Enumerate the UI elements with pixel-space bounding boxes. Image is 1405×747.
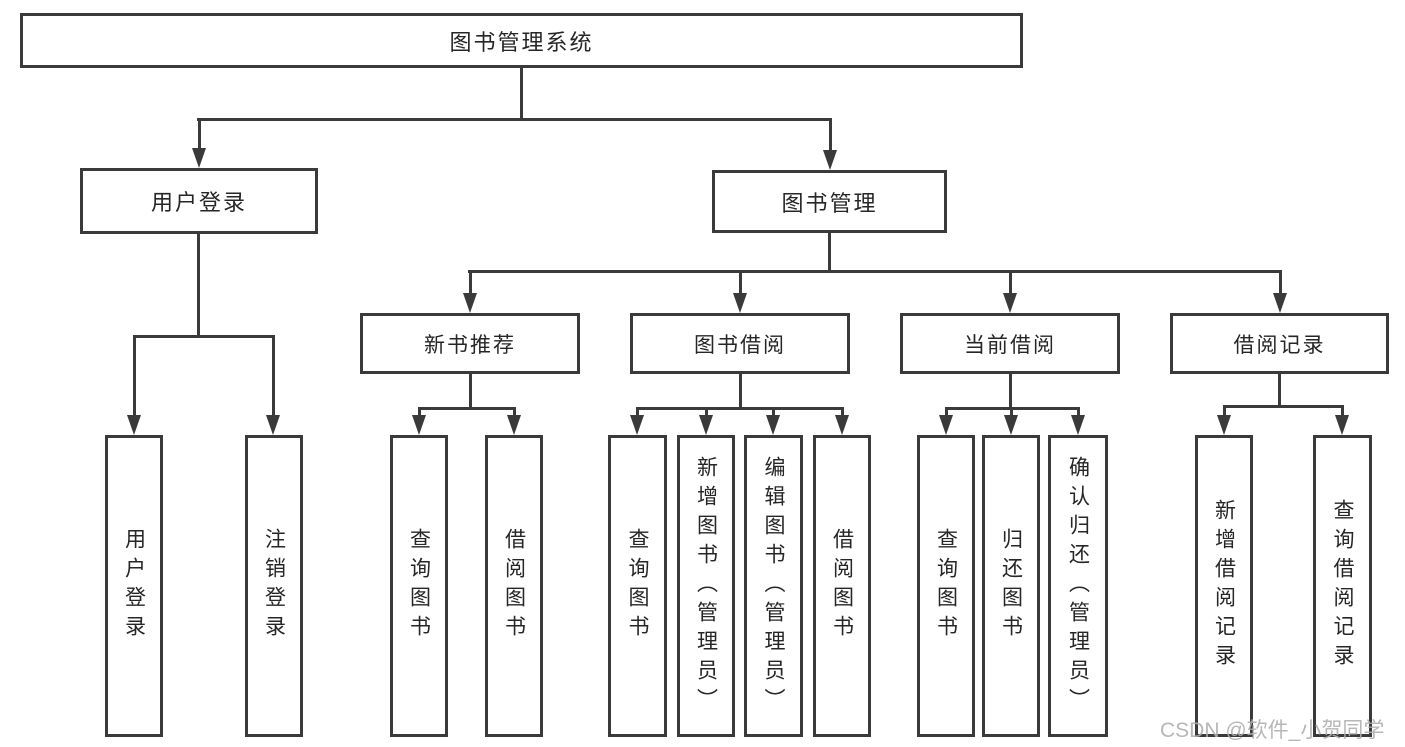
- connector-login-leaf-stem: [133, 335, 136, 417]
- connector-newbook-bus: [418, 407, 516, 410]
- node-query-books-recommend: 查询图书: [390, 435, 448, 737]
- node-confirm-return-admin: 确认归还（管理员）: [1048, 435, 1108, 737]
- connector-currentborrow-down: [1009, 374, 1012, 410]
- node-borrow-books-borrowing: 借阅图书: [813, 435, 871, 737]
- connector-records-stem: [1279, 270, 1282, 295]
- node-book-management: 图书管理: [712, 170, 947, 233]
- connector-user-login-down: [197, 234, 200, 338]
- connector-borrow1-stem: [513, 407, 516, 417]
- arrow-to-query2-icon: [630, 415, 644, 435]
- connector-bookborrow-bus: [636, 407, 844, 410]
- arrow-to-confirmreturn-icon: [1071, 415, 1085, 435]
- connector-records-bus: [1223, 405, 1343, 408]
- connector-user-login-bus: [133, 335, 275, 338]
- node-borrowing-records: 借阅记录: [1170, 313, 1389, 374]
- arrow-to-editbook-icon: [766, 415, 780, 435]
- node-query-books-current: 查询图书: [917, 435, 975, 737]
- arrow-to-query1-icon: [412, 415, 426, 435]
- connector-addbook-stem: [705, 407, 708, 417]
- connector-book-mgmt-down: [828, 233, 831, 273]
- arrow-to-queryrecord-icon: [1335, 415, 1349, 435]
- node-query-borrow-record: 查询借阅记录: [1313, 435, 1372, 737]
- connector-currentborrow-stem: [1009, 270, 1012, 295]
- arrow-to-query3-icon: [939, 415, 953, 435]
- connector-newbook-stem: [469, 270, 472, 295]
- node-root: 图书管理系统: [20, 13, 1023, 68]
- connector-level2-bus: [468, 270, 1282, 273]
- watermark: CSDN @软件_小贺同学: [1160, 719, 1385, 742]
- arrow-to-records-icon: [1273, 293, 1287, 313]
- connector-user-login-stem: [198, 118, 201, 150]
- arrow-to-return-icon: [1004, 415, 1018, 435]
- connector-level1-bus: [197, 118, 831, 121]
- connector-query3-stem: [945, 407, 948, 417]
- connector-root-stem: [520, 68, 523, 118]
- node-book-borrowing: 图书借阅: [630, 313, 850, 374]
- node-query-books-borrowing: 查询图书: [608, 435, 667, 737]
- connector-borrow2-stem: [841, 407, 844, 417]
- arrow-to-bookborrow-icon: [733, 293, 747, 313]
- node-borrow-books-recommend: 借阅图书: [485, 435, 543, 737]
- node-user-login: 用户登录: [80, 168, 318, 234]
- connector-records-down: [1278, 374, 1281, 408]
- node-add-book-admin: 新增图书（管理员）: [677, 435, 735, 737]
- connector-addrecord-stem: [1223, 405, 1226, 417]
- connector-queryrecord-stem: [1341, 405, 1344, 417]
- arrow-to-logout-icon: [266, 415, 280, 435]
- connector-query2-stem: [636, 407, 639, 417]
- arrow-to-addrecord-icon: [1217, 415, 1231, 435]
- arrow-to-newbook-icon: [463, 293, 477, 313]
- arrow-to-user-login-icon: [192, 148, 206, 168]
- node-current-borrowing: 当前借阅: [900, 313, 1120, 374]
- node-return-books: 归还图书: [982, 435, 1040, 737]
- node-edit-book-admin: 编辑图书（管理员）: [744, 435, 803, 737]
- arrow-to-currentborrow-icon: [1003, 293, 1017, 313]
- connector-bookborrow-stem: [739, 270, 742, 295]
- connector-bookborrow-down: [739, 374, 742, 410]
- connector-query1-stem: [418, 407, 421, 417]
- arrow-to-borrow1-icon: [507, 415, 521, 435]
- connector-return-stem: [1010, 407, 1013, 417]
- connector-book-mgmt-stem: [829, 118, 832, 152]
- connector-editbook-stem: [772, 407, 775, 417]
- arrow-to-book-mgmt-icon: [823, 150, 837, 170]
- connector-newbook-down: [469, 374, 472, 410]
- arrow-to-login-icon: [127, 415, 141, 435]
- node-add-borrow-record: 新增借阅记录: [1195, 435, 1253, 737]
- node-logout: 注销登录: [245, 435, 303, 737]
- connector-logout-leaf-stem: [272, 335, 275, 417]
- node-new-book-recommend: 新书推荐: [360, 313, 580, 374]
- arrow-to-borrow2-icon: [835, 415, 849, 435]
- connector-confirmreturn-stem: [1077, 407, 1080, 417]
- node-login: 用户登录: [105, 435, 163, 737]
- arrow-to-addbook-icon: [699, 415, 713, 435]
